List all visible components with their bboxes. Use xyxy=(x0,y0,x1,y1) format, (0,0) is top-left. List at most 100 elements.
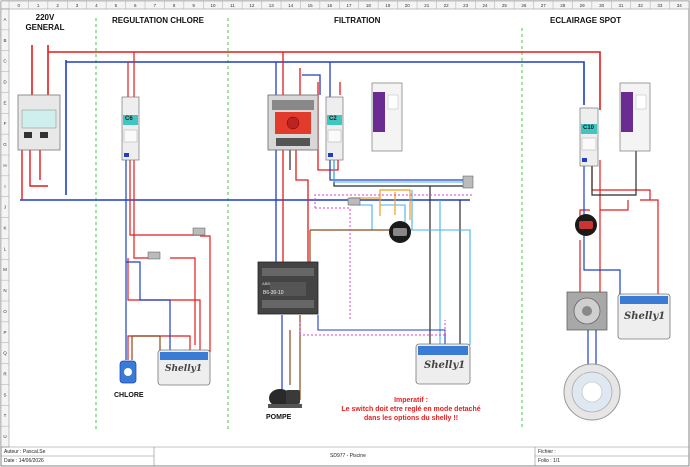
filtration-brown xyxy=(289,229,395,400)
column-tick-label: 7 xyxy=(153,3,156,8)
column-tick-label: 15 xyxy=(308,3,314,8)
row-tick-label: R xyxy=(3,372,7,377)
filtration-neutral xyxy=(275,62,465,265)
switch-eclairage xyxy=(575,214,597,236)
row-tick-label: M xyxy=(3,267,7,272)
footer-title: SD977 - Piscine xyxy=(330,453,366,459)
breaker-c6-label: C6 xyxy=(125,116,133,122)
column-tick-label: 30 xyxy=(599,3,605,8)
section-eclairage-label: ECLAIRAGE SPOT xyxy=(550,16,622,25)
shelly-filtration-brand: Shelly1 xyxy=(424,360,465,371)
section-general-label: 220V GENERAL xyxy=(25,13,65,32)
shelly-filtration-number: 1 xyxy=(458,360,466,371)
column-tick-label: 14 xyxy=(288,3,294,8)
timer-module-eclairage xyxy=(619,82,651,152)
row-tick-label: U xyxy=(3,434,6,439)
shelly-chlore-name: Shelly xyxy=(165,364,196,374)
spot-transformer xyxy=(566,291,608,331)
column-tick-label: 25 xyxy=(502,3,508,8)
column-tick-label: 4 xyxy=(95,3,98,8)
row-tick-label: I xyxy=(4,184,5,189)
column-tick-label: 24 xyxy=(482,3,488,8)
column-tick-label: 28 xyxy=(560,3,566,8)
footer-file: Fichier : xyxy=(538,449,556,455)
warning-line-2: Le switch doit etre reglé en mode detach… xyxy=(341,406,481,413)
column-tick-label: 3 xyxy=(76,3,79,8)
footer-author: Auteur : Pascal.Se xyxy=(4,449,46,455)
column-tick-label: 23 xyxy=(463,3,469,8)
footer-frame xyxy=(1,446,689,466)
column-tick-label: 10 xyxy=(210,3,216,8)
shelly-chlore-brand: Shelly1 xyxy=(165,364,202,374)
shelly-switch-dashed xyxy=(299,207,446,336)
eclairage-neutral xyxy=(583,150,621,368)
column-tick-label: 11 xyxy=(230,3,235,8)
column-tick-label: 33 xyxy=(657,3,663,8)
column-tick-label: 32 xyxy=(638,3,644,8)
pool-spot-lamp xyxy=(563,363,621,421)
shelly-chlore-number: 1 xyxy=(195,364,203,374)
column-tick-label: 9 xyxy=(192,3,195,8)
column-tick-label: 2 xyxy=(56,3,59,8)
row-tick-label: T xyxy=(4,413,7,418)
filtration-earth xyxy=(289,150,470,345)
column-tick-label: 29 xyxy=(580,3,586,8)
chlore-brown xyxy=(131,335,161,360)
column-tick-label: 31 xyxy=(618,3,624,8)
column-tick-label: 8 xyxy=(173,3,176,8)
column-tick-label: 13 xyxy=(269,3,275,8)
column-tick-label: 5 xyxy=(115,3,118,8)
breaker-c10-label: C10 xyxy=(583,125,595,131)
row-tick-label: L xyxy=(4,246,7,251)
pump xyxy=(268,389,302,408)
section-chlore-label: REGULTATION CHLORE xyxy=(112,16,204,25)
shelly-eclairage-number: 1 xyxy=(658,311,666,322)
contactor-brand: ABB xyxy=(262,281,271,286)
row-tick-label: A xyxy=(3,17,6,22)
footer-date: Date : 14/06/2026 xyxy=(4,458,44,464)
column-tick-label: 34 xyxy=(677,3,683,8)
column-tick-label: 22 xyxy=(444,3,450,8)
general-out xyxy=(21,150,48,200)
column-tick-label: 20 xyxy=(405,3,411,8)
shelly-eclairage-brand: Shelly1 xyxy=(624,311,665,322)
eclairage-phase xyxy=(579,150,659,295)
filtration-lightblue xyxy=(333,150,471,345)
column-tick-label: 0 xyxy=(17,3,20,8)
warning-line-1: Imperatif : xyxy=(394,397,428,404)
motor-protector xyxy=(267,94,319,151)
column-tick-label: 12 xyxy=(249,3,255,8)
column-tick-label: 19 xyxy=(385,3,391,8)
shelly-filtration xyxy=(415,343,471,385)
row-tick-label: Q xyxy=(3,351,7,356)
column-ruler xyxy=(0,0,690,10)
switch-filtration xyxy=(389,221,411,243)
shelly-eclairage-name: Shelly xyxy=(624,311,659,322)
filtration-orange xyxy=(350,189,411,220)
phase-bus xyxy=(31,45,601,110)
shelly-chlore xyxy=(157,349,211,386)
breaker-c2 xyxy=(325,96,344,161)
general-breaker xyxy=(17,94,61,151)
row-tick-label: G xyxy=(3,142,7,147)
eclairage-earth xyxy=(591,150,637,196)
column-tick-label: 21 xyxy=(424,3,430,8)
dashed-top xyxy=(314,194,472,208)
shelly-filtration-name: Shelly xyxy=(424,360,459,371)
pompe-label: POMPE xyxy=(266,414,292,421)
terminal-blocks xyxy=(147,175,474,260)
column-tick-label: 1 xyxy=(37,3,40,8)
column-tick-label: 17 xyxy=(346,3,352,8)
warning-line-3: dans les options du shelly !! xyxy=(363,415,459,422)
warning-note: Imperatif : Le switch doit etre reglé en… xyxy=(336,396,486,423)
chlore-label: CHLORE xyxy=(114,392,144,399)
contactor-model: B6-30-10 xyxy=(263,290,284,296)
row-tick-label: B xyxy=(3,38,6,43)
row-tick-label: C xyxy=(3,59,7,64)
column-tick-label: 16 xyxy=(327,3,333,8)
chlore-neutral xyxy=(125,160,171,360)
column-tick-label: 26 xyxy=(521,3,527,8)
section-filtration-label: FILTRATION xyxy=(334,16,381,25)
